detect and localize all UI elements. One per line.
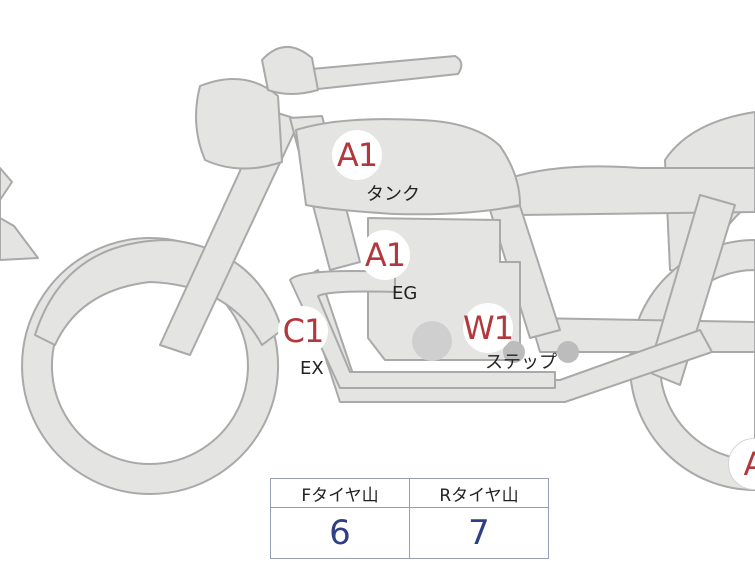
exhaust-label: EX (300, 358, 324, 379)
headlight (195, 77, 283, 170)
mirror-fragment (0, 167, 39, 261)
step-hotspot-right (557, 341, 579, 363)
tire-tread-table: Fタイヤ山 Rタイヤ山 6 7 (270, 478, 549, 559)
exhaust-pipes (289, 270, 556, 389)
step-grade-badge: W1 (463, 303, 514, 353)
front-tire-header: Fタイヤ山 (270, 478, 410, 508)
engine-hotspot (412, 321, 452, 361)
step-label: ステップ (485, 352, 557, 373)
engine-grade-badge: A1 (360, 230, 410, 280)
handlebar (277, 55, 463, 93)
rear-tire-header: Rタイヤ山 (409, 478, 549, 508)
front-fork (159, 109, 301, 356)
front-tire-value: 6 (270, 507, 410, 559)
tank-label: タンク (366, 184, 420, 205)
top-clamp (261, 46, 319, 95)
tank-grade-badge: A1 (332, 130, 382, 180)
rear-tire-value: 7 (409, 507, 549, 559)
engine-label: EG (392, 283, 418, 304)
exhaust-grade-badge: C1 (278, 306, 328, 356)
rear-shock (647, 194, 736, 386)
